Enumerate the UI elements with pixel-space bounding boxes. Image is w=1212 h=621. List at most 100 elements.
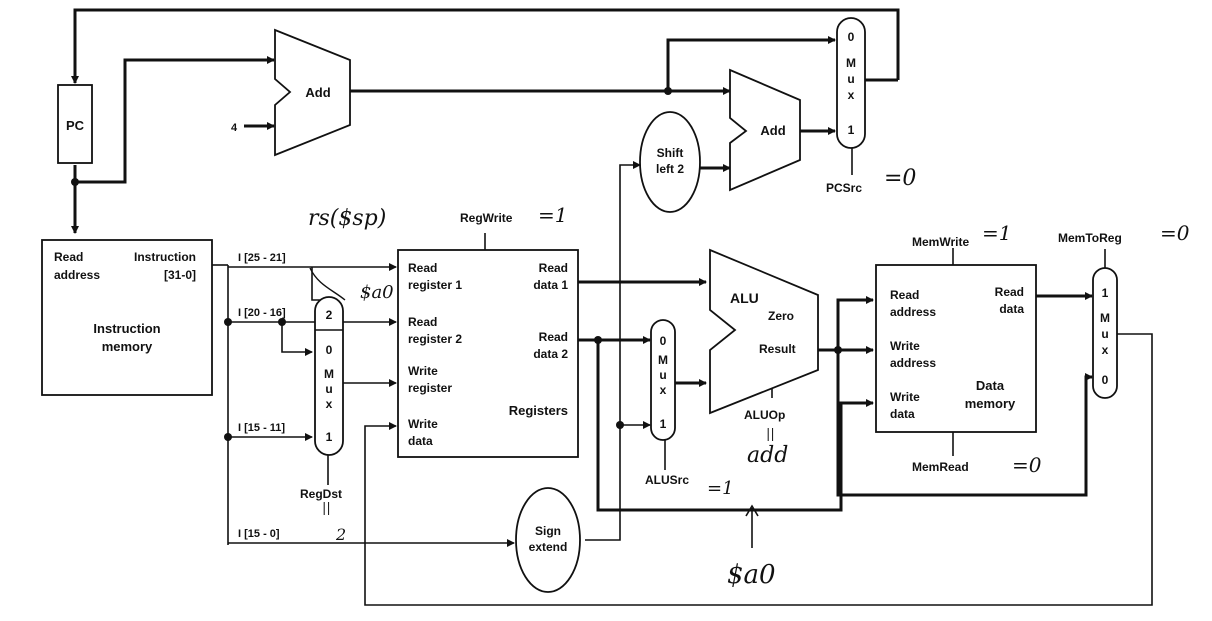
- regs-rr2a: Read: [408, 315, 437, 329]
- annot-a0-top: $a0: [360, 282, 394, 303]
- mux-regdst: 2 0 M u x 1: [314, 296, 344, 456]
- mux-regdst-u: u: [325, 382, 332, 396]
- annot-a0-bottom: $a0: [727, 560, 776, 590]
- mux-memtoreg-in0: 0: [1102, 373, 1109, 387]
- imem-title-2: memory: [102, 339, 153, 354]
- field-rd: I [15 - 11]: [238, 422, 285, 434]
- regs-wrb: register: [408, 381, 452, 395]
- mux-regdst-in2: 2: [326, 308, 333, 322]
- shift-line2: left 2: [656, 162, 684, 176]
- branch-adder: Add: [729, 68, 801, 192]
- mux-regdst-x: x: [326, 397, 333, 411]
- pc-adder-label: Add: [305, 85, 330, 100]
- regs-wra: Write: [408, 364, 438, 378]
- control-memread: MemRead: [912, 460, 969, 474]
- pc-register: PC: [57, 84, 93, 164]
- constant-four: 4: [231, 122, 238, 134]
- control-memtoreg: MemToReg: [1058, 231, 1122, 245]
- pc-adder: Add: [274, 28, 351, 157]
- scribble-loop: [309, 267, 346, 301]
- junction-dots: [71, 87, 842, 441]
- dmem-wdb: data: [890, 407, 915, 421]
- mux-memtoreg-m: M: [1100, 311, 1110, 325]
- mux-regdst-m: M: [324, 367, 334, 381]
- data-memory: Read address Write address Write data Re…: [875, 264, 1037, 433]
- dmem-title-1: Data: [976, 378, 1005, 393]
- dmem-title-2: memory: [965, 396, 1016, 411]
- imem-read: Read: [54, 250, 83, 264]
- annot-memread-val: =0: [1012, 453, 1042, 477]
- mux-regdst-in0: 0: [326, 343, 333, 357]
- control-regwrite: RegWrite: [460, 211, 513, 225]
- regs-wda: Write: [408, 417, 438, 431]
- shift-line1: Shift: [657, 146, 684, 160]
- up-arrow-icon: [745, 504, 759, 548]
- handwritten-annotations: rs($sp) $a0 =1 || 2 =1 || add =1 =0 =0 =…: [308, 166, 1190, 590]
- field-rs: I [25 - 21]: [238, 252, 286, 264]
- mux-pcsrc-in0: 0: [848, 30, 855, 44]
- regs-rd1a: Read: [539, 261, 568, 275]
- sign-line1: Sign: [535, 524, 561, 538]
- mux-alusrc-u: u: [659, 368, 666, 382]
- register-file: Read register 1 Read register 2 Write re…: [397, 249, 579, 458]
- mux-alusrc-m: M: [658, 353, 668, 367]
- mux-pcsrc: 0 M u x 1: [836, 17, 866, 149]
- mux-pcsrc-m: M: [846, 56, 856, 70]
- dmem-wab: address: [890, 356, 936, 370]
- annot-regwrite-val: =1: [538, 203, 567, 227]
- mux-memtoreg-in1: 1: [1102, 286, 1109, 300]
- imem-instruction: Instruction: [134, 250, 196, 264]
- annot-aluop-val: add: [747, 443, 788, 468]
- wires: [71, 8, 1153, 606]
- alu-zero: Zero: [768, 309, 794, 323]
- imem-title-1: Instruction: [93, 321, 160, 336]
- mux-pcsrc-u: u: [847, 72, 854, 86]
- alu-title: ALU: [730, 290, 759, 306]
- regs-rr1b: register 1: [408, 278, 462, 292]
- control-pcsrc: PCSrc: [826, 181, 862, 195]
- regs-title: Registers: [509, 403, 568, 418]
- sign-line2: extend: [529, 540, 568, 554]
- annot-regdst-eq: ||: [322, 501, 331, 516]
- alu: ALU Zero Result: [709, 248, 819, 415]
- dmem-waa: Write: [890, 339, 920, 353]
- control-alusrc: ALUSrc: [645, 473, 689, 487]
- regs-wdb: data: [408, 434, 433, 448]
- alu-result: Result: [759, 342, 796, 356]
- mux-pcsrc-in1: 1: [848, 123, 855, 137]
- dmem-rda: Read: [995, 285, 1024, 299]
- annot-regdst-val: 2: [335, 525, 346, 544]
- control-aluop: ALUOp: [744, 408, 785, 422]
- shift-left-2: Shift left 2: [639, 111, 701, 213]
- annot-memwrite-val: =1: [982, 221, 1011, 245]
- field-imm: I [15 - 0]: [238, 528, 280, 540]
- regs-rd2b: data 2: [533, 347, 568, 361]
- branch-adder-label: Add: [760, 123, 785, 138]
- sign-extend: Sign extend: [515, 487, 581, 593]
- field-rt: I [20 - 16]: [238, 307, 286, 319]
- regs-rd2a: Read: [539, 330, 568, 344]
- mux-alusrc-in0: 0: [660, 334, 667, 348]
- dmem-raa: Read: [890, 288, 919, 302]
- imem-bits: [31-0]: [164, 268, 196, 282]
- annot-pcsrc-val: =0: [884, 166, 916, 191]
- mux-memtoreg-u: u: [1101, 327, 1108, 341]
- annot-memtoreg-val: =0: [1160, 221, 1190, 245]
- control-regdst: RegDst: [300, 487, 342, 501]
- regs-rd1b: data 1: [533, 278, 568, 292]
- mux-alusrc: 0 M u x 1: [650, 319, 676, 441]
- mux-regdst-in1: 1: [326, 430, 333, 444]
- mux-alusrc-x: x: [660, 383, 667, 397]
- annot-aluop-eq: ||: [766, 427, 775, 442]
- dmem-wda: Write: [890, 390, 920, 404]
- mux-pcsrc-x: x: [848, 88, 855, 102]
- dmem-rdb: data: [999, 302, 1024, 316]
- annot-alusrc-val: =1: [707, 478, 734, 499]
- imem-address: address: [54, 268, 100, 282]
- regs-rr2b: register 2: [408, 332, 462, 346]
- mux-memtoreg: 1 M u x 0: [1092, 267, 1118, 399]
- dmem-rab: address: [890, 305, 936, 319]
- annot-rs-sp: rs($sp): [308, 206, 386, 231]
- mux-alusrc-in1: 1: [660, 417, 667, 431]
